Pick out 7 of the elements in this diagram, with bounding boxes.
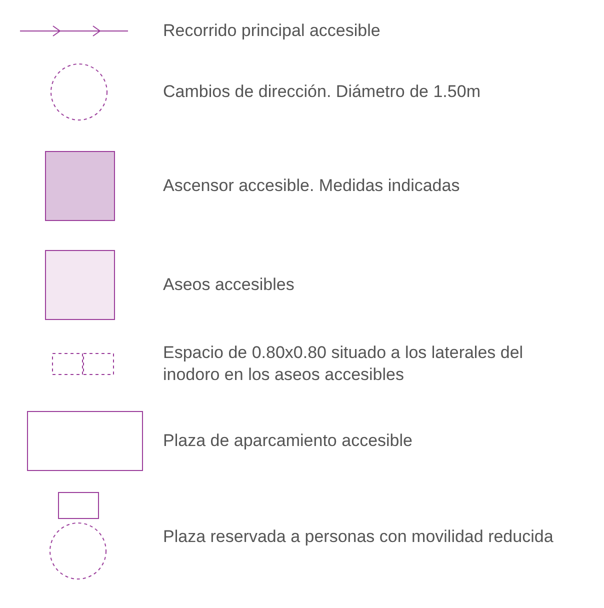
legend-text: Plaza reservada a personas con movilidad reducida <box>163 526 554 548</box>
legend-text: Recorrido principal accesible <box>163 20 382 42</box>
legend-text: Ascensor accesible. Medidas indicadas <box>163 175 461 197</box>
legend-text: Aseos accesibles <box>163 274 296 296</box>
legend-text: Espacio de 0.80x0.80 situado a los laterales del inodoro en los aseos accesibles <box>163 342 524 386</box>
legend-text: Cambios de dirección. Diámetro de 1.50m <box>163 81 482 103</box>
legend-text: Plaza de aparcamiento accesible <box>163 430 414 452</box>
